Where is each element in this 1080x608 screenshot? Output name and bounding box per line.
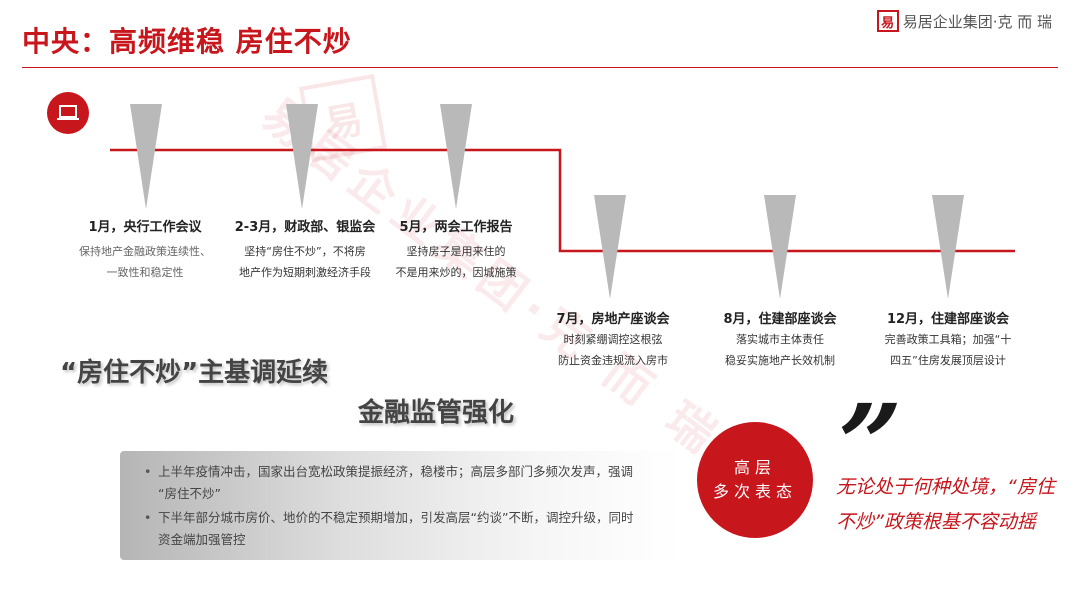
event-desc-line: 落实城市主体责任 <box>736 333 824 346</box>
page-title: 中央：高频维稳 房住不炒 <box>22 25 352 58</box>
bullet-line: “房住不炒” <box>158 486 221 501</box>
event-desc-line: 防止资金违规流入房市 <box>558 354 668 367</box>
event-desc-line: 完善政策工具箱；加强“十 <box>884 333 1012 346</box>
circle-line-2: 多次表态 <box>712 482 797 501</box>
event-title: 1月，央行工作会议 <box>88 220 202 235</box>
circle-line-1: 高层 <box>733 458 776 477</box>
timeline-event-jul: 7月，房地产座谈会 时刻紧绷调控这根弦 防止资金违规流入房市 <box>533 308 693 371</box>
event-desc-line: 时刻紧绷调控这根弦 <box>563 333 663 346</box>
event-title: 8月，住建部座谈会 <box>723 312 837 327</box>
event-title: 7月，房地产座谈会 <box>556 312 670 327</box>
event-title: 12月，住建部座谈会 <box>886 312 1010 327</box>
summary-bullet: 下半年部分城市房价、地价的不稳定预期增加，引发高层“约谈”不断，调控升级，同时 … <box>144 507 666 551</box>
bullet-line: 上半年疫情冲击，国家出台宽松政策提振经济，稳楼市；高层多部门多频次发声，强调 <box>158 464 634 479</box>
timeline-marker <box>286 104 318 209</box>
policy-quote: 无论处于何种处境，“房住不炒”政策根基不容动摇 <box>836 476 1055 533</box>
laptop-icon <box>47 92 89 134</box>
timeline-event-dec: 12月，住建部座谈会 完善政策工具箱；加强“十 四五”住房发展顶层设计 <box>868 308 1028 371</box>
event-desc-line: 地产作为短期刺激经济手段 <box>239 266 371 279</box>
timeline-event-jan: 1月，央行工作会议 保持地产金融政策连续性、 一致性和稳定性 <box>60 216 230 283</box>
event-desc-line: 不是用来炒的，因城施策 <box>395 266 517 279</box>
bullet-line: 下半年部分城市房价、地价的不稳定预期增加，引发高层“约谈”不断，调控升级，同时 <box>158 510 634 525</box>
event-title: 2-3月，财政部、银监会 <box>234 220 376 235</box>
summary-bullet: 上半年疫情冲击，国家出台宽松政策提振经济，稳楼市；高层多部门多频次发声，强调 “… <box>144 461 666 505</box>
headline-primary: “房住不炒”主基调延续 <box>60 358 329 388</box>
timeline-marker <box>594 195 626 299</box>
event-desc-line: 坚持“房住不炒”，不将房 <box>244 245 366 258</box>
highlight-circle: 高层 多次表态 <box>697 422 813 538</box>
event-desc-line: 保持地产金融政策连续性、 <box>79 245 211 258</box>
timeline-marker <box>130 104 162 209</box>
brand-seal-icon: 易 <box>876 10 899 32</box>
event-desc-line: 四五”住房发展顶层设计 <box>890 354 1006 367</box>
timeline-event-aug: 8月，住建部座谈会 落实城市主体责任 稳妥实施地产长效机制 <box>700 308 860 371</box>
timeline-marker <box>932 195 964 299</box>
event-desc-line: 稳妥实施地产长效机制 <box>725 354 835 367</box>
summary-box: 上半年疫情冲击，国家出台宽松政策提振经济，稳楼市；高层多部门多频次发声，强调 “… <box>120 451 680 560</box>
event-desc-line: 坚持房子是用来住的 <box>406 245 506 258</box>
event-title: 5月，两会工作报告 <box>399 220 513 235</box>
event-desc-line: 一致性和稳定性 <box>106 266 184 279</box>
headline-secondary: 金融监管强化 <box>358 398 515 428</box>
timeline-event-feb-mar: 2-3月，财政部、银监会 坚持“房住不炒”，不将房 地产作为短期刺激经济手段 <box>220 216 390 283</box>
timeline-marker <box>440 104 472 209</box>
timeline-marker <box>764 195 796 299</box>
timeline-line <box>110 148 1015 253</box>
header-divider <box>22 67 1058 68</box>
bullet-line: 资金端加强管控 <box>158 532 246 547</box>
brand-logo: 易 易居企业集团·克 而 瑞 <box>876 10 1052 32</box>
timeline-event-may: 5月，两会工作报告 坚持房子是用来住的 不是用来炒的，因城施策 <box>376 216 536 283</box>
brand-text: 易居企业集团·克 而 瑞 <box>902 12 1052 31</box>
